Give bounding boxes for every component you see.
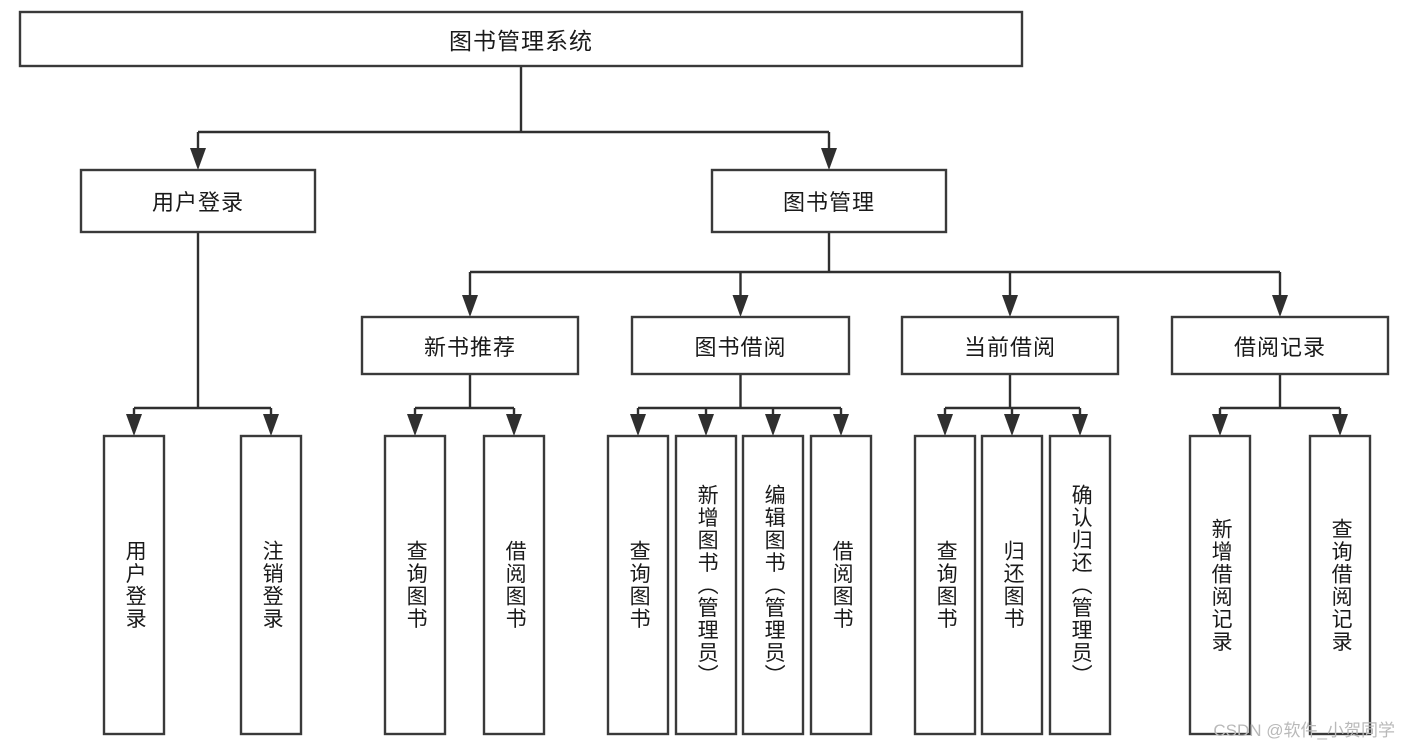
arrow-root-to-l2-1 — [821, 148, 837, 170]
arrow-leaf-2-1 — [698, 414, 714, 436]
node-leaf-box-3[interactable] — [482, 434, 546, 736]
arrow-leaf-0-0 — [126, 414, 142, 436]
node-leaf-box-9[interactable] — [980, 434, 1044, 736]
arrow-books-to-l3-2 — [1002, 295, 1018, 317]
node-root-box[interactable] — [18, 10, 1024, 68]
node-level3-box-1[interactable] — [630, 315, 851, 376]
arrow-books-to-l3-1 — [732, 295, 749, 317]
arrow-leaf-4-0 — [1212, 414, 1228, 436]
arrow-leaf-2-3 — [833, 414, 849, 436]
node-leaf-box-6[interactable] — [741, 434, 805, 736]
node-leaf-box-0[interactable] — [102, 434, 166, 736]
node-leaf-box-11[interactable] — [1188, 434, 1252, 736]
node-leaf-box-5[interactable] — [674, 434, 738, 736]
node-level3-box-3[interactable] — [1170, 315, 1390, 376]
node-level2-box-1[interactable] — [710, 168, 948, 234]
node-leaf-box-2[interactable] — [383, 434, 447, 736]
arrow-leaf-2-0 — [630, 414, 646, 436]
arrow-leaf-0-1 — [263, 414, 279, 436]
arrow-leaf-3-0 — [937, 414, 953, 436]
arrow-leaf-3-1 — [1004, 414, 1020, 436]
arrow-leaf-4-1 — [1332, 414, 1348, 436]
arrow-root-to-l2-0 — [190, 148, 206, 170]
node-leaf-box-12[interactable] — [1308, 434, 1372, 736]
node-leaf-box-8[interactable] — [913, 434, 977, 736]
connector-layer — [126, 66, 1348, 436]
arrow-leaf-3-2 — [1072, 414, 1088, 436]
node-level3-box-0[interactable] — [360, 315, 580, 376]
arrow-books-to-l3-3 — [1272, 295, 1288, 317]
node-leaf-box-7[interactable] — [809, 434, 873, 736]
arrow-leaf-2-2 — [765, 414, 781, 436]
arrow-leaf-1-0 — [407, 414, 423, 436]
node-leaf-box-10[interactable] — [1048, 434, 1112, 736]
node-leaf-box-1[interactable] — [239, 434, 303, 736]
node-level3-box-2[interactable] — [900, 315, 1120, 376]
node-level2-box-0[interactable] — [79, 168, 317, 234]
arrow-leaf-1-1 — [506, 414, 522, 436]
node-box-layer — [18, 10, 1390, 736]
arrow-books-to-l3-0 — [462, 295, 478, 317]
node-leaf-box-4[interactable] — [606, 434, 670, 736]
